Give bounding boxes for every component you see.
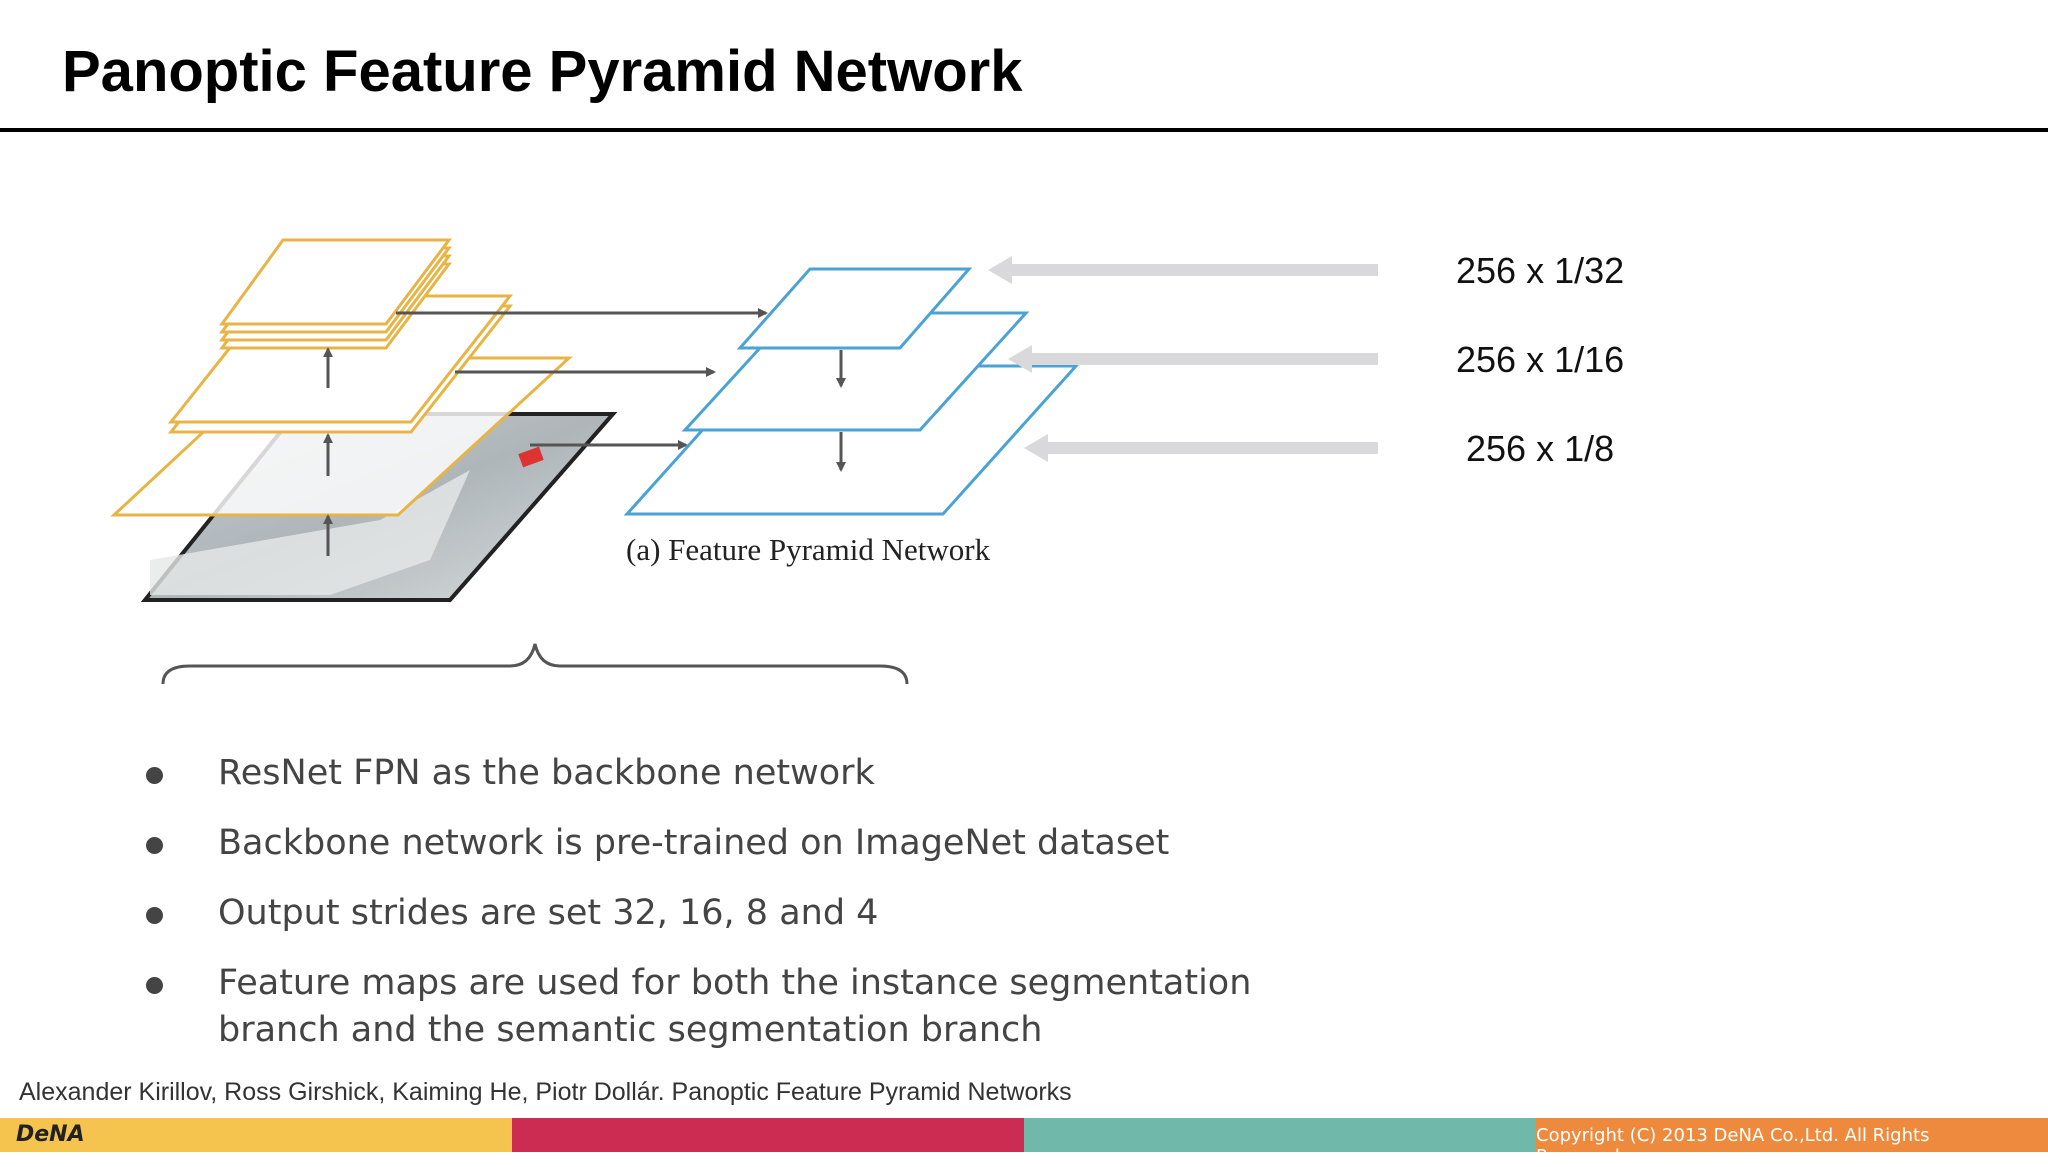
stride-label-16: 256 x 1/16 (1456, 339, 1625, 380)
copyright-text: Copyright (C) 2013 DeNA Co.,Ltd. All Rig… (1536, 1125, 1930, 1167)
bullet-dot (146, 977, 163, 994)
curly-brace (161, 643, 909, 685)
figure-caption: (a) Feature Pyramid Network (626, 532, 991, 567)
citation: Alexander Kirillov, Ross Girshick, Kaimi… (19, 1078, 1072, 1106)
bullet-text: ResNet FPN as the backbone network (218, 753, 875, 793)
footer-bar: DeNA Copyright (C) 2013 DeNA Co.,Ltd. Al… (0, 1118, 2048, 1167)
dena-logo: DeNA (16, 1122, 85, 1147)
bullet-text: Backbone network is pre-trained on Image… (218, 823, 1170, 863)
bullet-item: Output strides are set 32, 16, 8 and 4 (140, 890, 1290, 937)
stride-label-8: 256 x 1/8 (1466, 428, 1615, 469)
stride-label-32: 256 x 1/32 (1456, 250, 1625, 291)
bullet-dot (146, 767, 163, 784)
bullet-list: ResNet FPN as the backbone network Backb… (140, 750, 1290, 1077)
bottom-up-level-3 (219, 238, 452, 326)
bullet-item: Backbone network is pre-trained on Image… (140, 820, 1290, 867)
bullet-dot (146, 907, 163, 924)
bullet-dot (146, 837, 163, 854)
input-arrow-bottom (1024, 434, 1378, 462)
input-image-figure (518, 446, 544, 468)
input-arrow-middle (1008, 345, 1378, 373)
footer-seg-orange: Copyright (C) 2013 DeNA Co.,Ltd. All Rig… (1536, 1118, 2048, 1167)
bullet-text: Output strides are set 32, 16, 8 and 4 (218, 893, 879, 933)
bullet-item: ResNet FPN as the backbone network (140, 750, 1290, 797)
bullet-item: Feature maps are used for both the insta… (140, 960, 1290, 1054)
input-image-boat (150, 470, 470, 595)
bullet-text: Feature maps are used for both the insta… (218, 963, 1252, 1050)
top-down-level-3 (736, 267, 973, 350)
input-arrow-top (988, 256, 1378, 284)
footer-seg-teal (1024, 1118, 1536, 1152)
slide-title: Panoptic Feature Pyramid Network (62, 39, 1023, 104)
footer-seg-red (512, 1118, 1024, 1152)
footer-seg-yellow: DeNA (0, 1118, 512, 1152)
title-rule (0, 128, 2048, 132)
